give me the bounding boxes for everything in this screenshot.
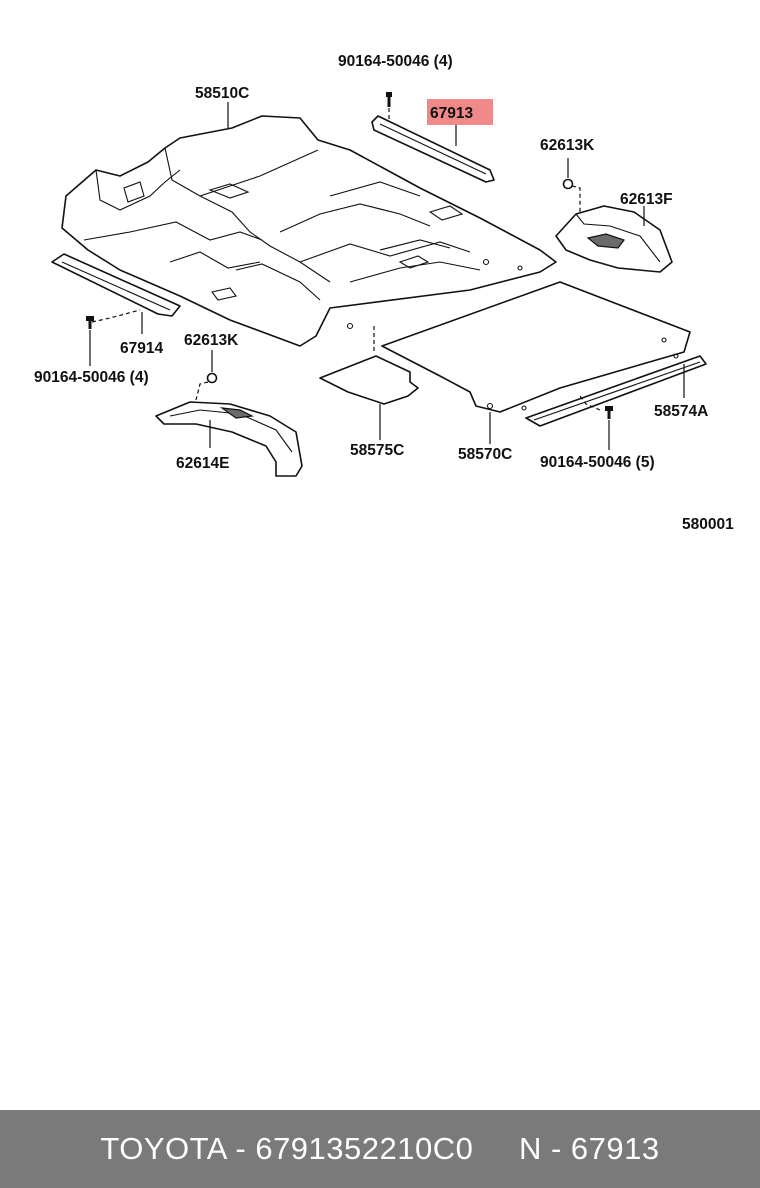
footer-separator-2: - <box>541 1131 571 1166</box>
footer-bar: TOYOTA - 6791352210C0 N - 67913 <box>0 1110 760 1188</box>
footer-n-number: 67913 <box>570 1131 660 1166</box>
label-sill-left[interactable]: 67914 <box>120 340 163 357</box>
footer-separator: - <box>226 1131 256 1166</box>
label-plate-rear[interactable]: 58574A <box>654 403 708 420</box>
label-clip-right[interactable]: 62613K <box>540 137 595 154</box>
footer-n-label: N <box>518 1131 542 1166</box>
right-wheel-house-cover[interactable] <box>555 205 673 273</box>
label-sill-right[interactable]: 67913 <box>430 105 473 122</box>
label-mat-small[interactable]: 58575C <box>350 442 404 459</box>
bolt-left[interactable] <box>86 309 141 366</box>
front-floor-carpet[interactable] <box>61 102 557 347</box>
label-bolt-left[interactable]: 90164-50046 (4) <box>34 369 149 386</box>
label-diagram-code: 580001 <box>682 516 734 533</box>
footer-part-number: 6791352210C0 <box>255 1131 474 1166</box>
highlight-box <box>427 99 493 125</box>
left-wheel-house-cover[interactable] <box>155 401 303 477</box>
clip-right[interactable] <box>562 158 581 214</box>
label-carpet-front[interactable]: 58510C <box>195 85 249 102</box>
rear-floor-mat[interactable] <box>373 281 691 444</box>
right-sill-plate[interactable] <box>371 115 495 183</box>
label-wheel-cover-left[interactable]: 62614E <box>176 455 229 472</box>
parts-diagram: 90164-50046 (4) 58510C 67913 62613K 6261… <box>34 53 734 533</box>
footer-text: TOYOTA - 6791352210C0 N - 67913 <box>100 1131 659 1167</box>
label-mat-rear[interactable]: 58570C <box>458 446 512 463</box>
small-floor-mat[interactable] <box>319 355 419 440</box>
footer-brand: TOYOTA <box>100 1131 227 1166</box>
clip-left[interactable] <box>195 350 218 401</box>
footer-gap <box>473 1131 519 1166</box>
label-bolt-rear[interactable]: 90164-50046 (5) <box>540 454 655 471</box>
bolt-rear[interactable] <box>579 395 613 450</box>
label-clip-left[interactable]: 62613K <box>184 332 239 349</box>
rear-sill-plate[interactable] <box>525 355 707 427</box>
left-sill-plate[interactable] <box>51 253 181 334</box>
bolt-top[interactable] <box>386 92 392 122</box>
label-wheel-cover-right[interactable]: 62613F <box>620 191 673 208</box>
label-bolt-top[interactable]: 90164-50046 (4) <box>338 53 453 70</box>
